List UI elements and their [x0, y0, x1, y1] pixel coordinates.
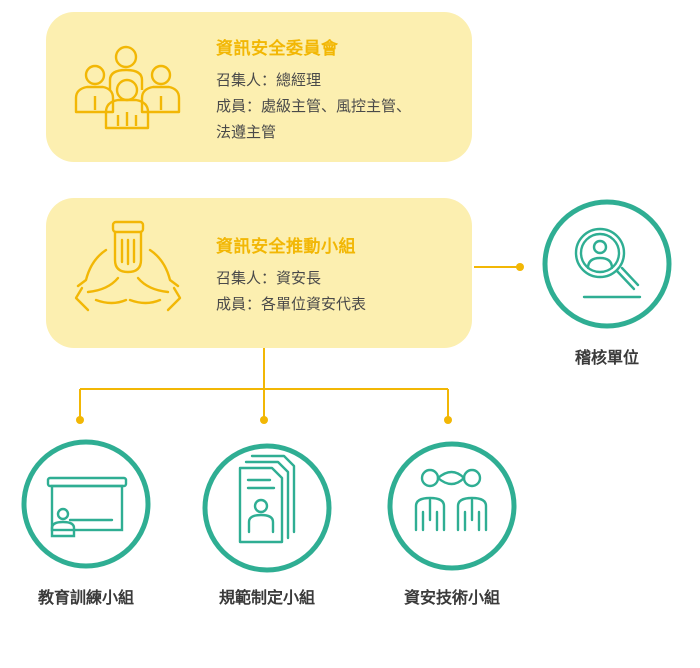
training-label: 教育訓練小組 [37, 588, 134, 607]
promotion-convener: 召集人：資安長 [216, 269, 322, 287]
tech-label: 資安技術小組 [403, 588, 500, 607]
audit-label: 稽核單位 [574, 348, 639, 367]
connector-dots [76, 263, 524, 424]
documents-person-icon [238, 454, 296, 544]
committee-members-cont: 法遵主管 [216, 123, 277, 141]
rules-label: 規範制定小組 [218, 588, 315, 607]
rules-circle [202, 443, 332, 573]
committee-title: 資訊安全委員會 [216, 39, 339, 59]
committee-members: 成員：處級主管、風控主管、 [216, 97, 412, 115]
presentation-board-icon [46, 476, 128, 538]
magnifier-person-icon [574, 227, 642, 299]
hands-together-icon [74, 220, 182, 312]
connected-people-icon [414, 468, 488, 532]
connector-lines [79, 266, 518, 418]
promotion-members: 成員：各單位資安代表 [216, 295, 367, 313]
audit-circle [542, 199, 672, 329]
committee-convener: 召集人：總經理 [216, 71, 322, 89]
people-group-icon [74, 45, 181, 130]
tech-circle [387, 441, 517, 571]
training-circle [21, 439, 151, 569]
promotion-title: 資訊安全推動小組 [216, 237, 356, 257]
